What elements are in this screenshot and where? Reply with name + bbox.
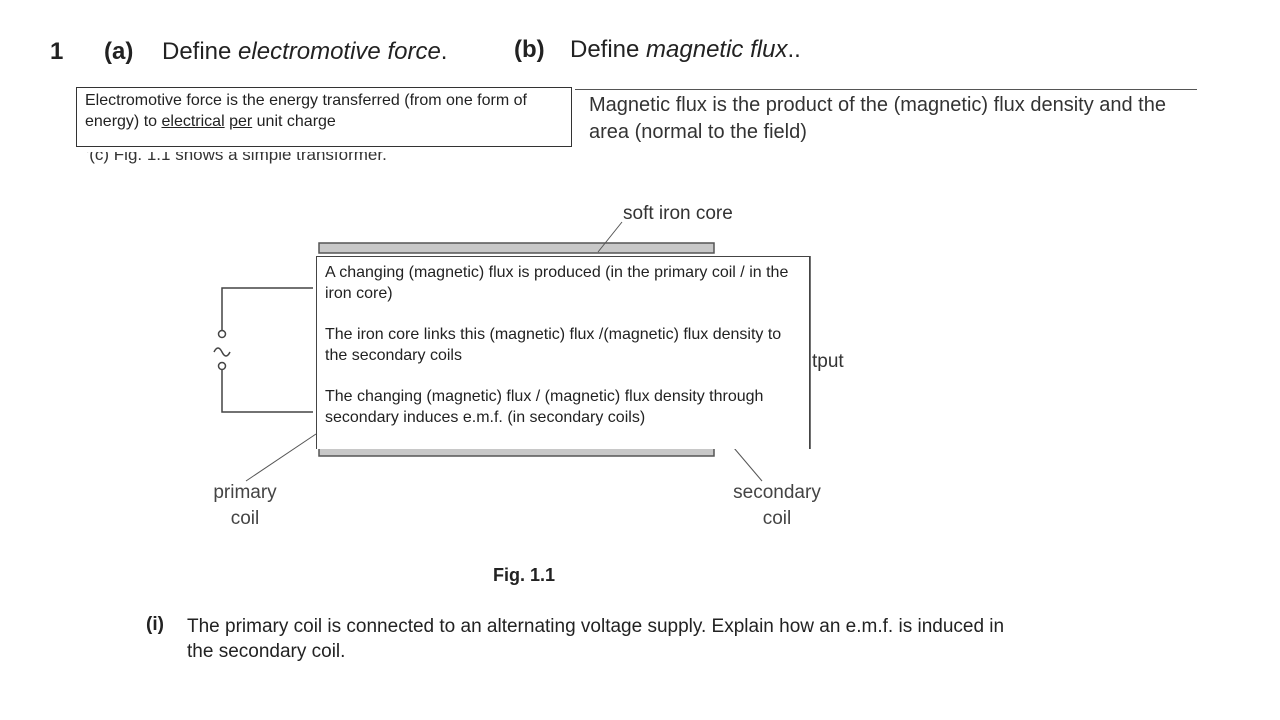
iron-core-top <box>318 242 715 254</box>
primary-wire-top <box>221 287 313 330</box>
primary-coil-pointer <box>245 433 317 482</box>
explanation-point-1: A changing (magnetic) flux is produced (… <box>325 264 789 302</box>
part-b-label: (b) <box>514 36 545 63</box>
part-i-label: (i) <box>146 614 164 635</box>
part-i-question: The primary coil is connected to an alte… <box>187 616 1005 662</box>
part-a-suffix: . <box>440 38 448 65</box>
primary-coil-label-line2: coil <box>230 508 260 529</box>
part-c-cut-off-text: '(c) Fig. 1.1 shows a simple transformer… <box>86 152 387 164</box>
figure-caption: Fig. 1.1 <box>493 565 556 585</box>
explanation-point-3: The changing (magnetic) flux / (magnetic… <box>325 388 764 426</box>
part-a-prefix: Define <box>162 38 239 65</box>
part-b-prompt: Define magnetic flux.. <box>570 36 801 64</box>
emf-answer-text-1: Electromotive force is the energy transf… <box>85 92 527 130</box>
secondary-coil-pointer <box>733 447 763 482</box>
part-b-suffix: .. <box>787 36 801 63</box>
supply-terminal-top <box>217 329 227 339</box>
part-a-prompt: Define electromotive force. <box>162 38 447 66</box>
emf-explanation-box: A changing (magnetic) flux is produced (… <box>316 256 810 449</box>
core-pointer-line <box>597 221 623 253</box>
primary-coil-label: primary coil <box>205 480 285 532</box>
secondary-coil-label-line2: coil <box>762 508 792 529</box>
part-b-prefix: Define <box>570 36 647 63</box>
emf-underline-per: per <box>229 113 253 130</box>
secondary-coil-label: secondary coil <box>722 480 832 532</box>
primary-coil-label-line1: primary <box>213 482 277 503</box>
supply-terminal-bottom <box>217 361 227 371</box>
output-label-fragment: tput <box>812 351 844 372</box>
part-c-cut-off-line: '(c) Fig. 1.1 shows a simple transformer… <box>76 152 574 164</box>
explanation-point-2: The iron core links this (magnetic) flux… <box>325 326 782 364</box>
ac-supply-symbol <box>213 347 231 357</box>
part-a-term: electromotive force <box>238 38 441 65</box>
emf-underline-electrical: electrical <box>161 113 225 130</box>
primary-wire-bottom <box>221 370 313 413</box>
secondary-coil-label-line1: secondary <box>733 482 821 503</box>
part-b-term: magnetic flux <box>646 36 788 63</box>
emf-answer-box: Electromotive force is the energy transf… <box>76 87 572 147</box>
flux-answer-rule <box>575 89 1197 90</box>
soft-iron-core-label: soft iron core <box>623 203 733 224</box>
question-number: 1 <box>50 38 64 65</box>
part-a-label: (a) <box>104 38 134 65</box>
flux-answer-text: Magnetic flux is the product of the (mag… <box>589 94 1166 143</box>
emf-answer-text-2: unit charge <box>252 113 336 130</box>
